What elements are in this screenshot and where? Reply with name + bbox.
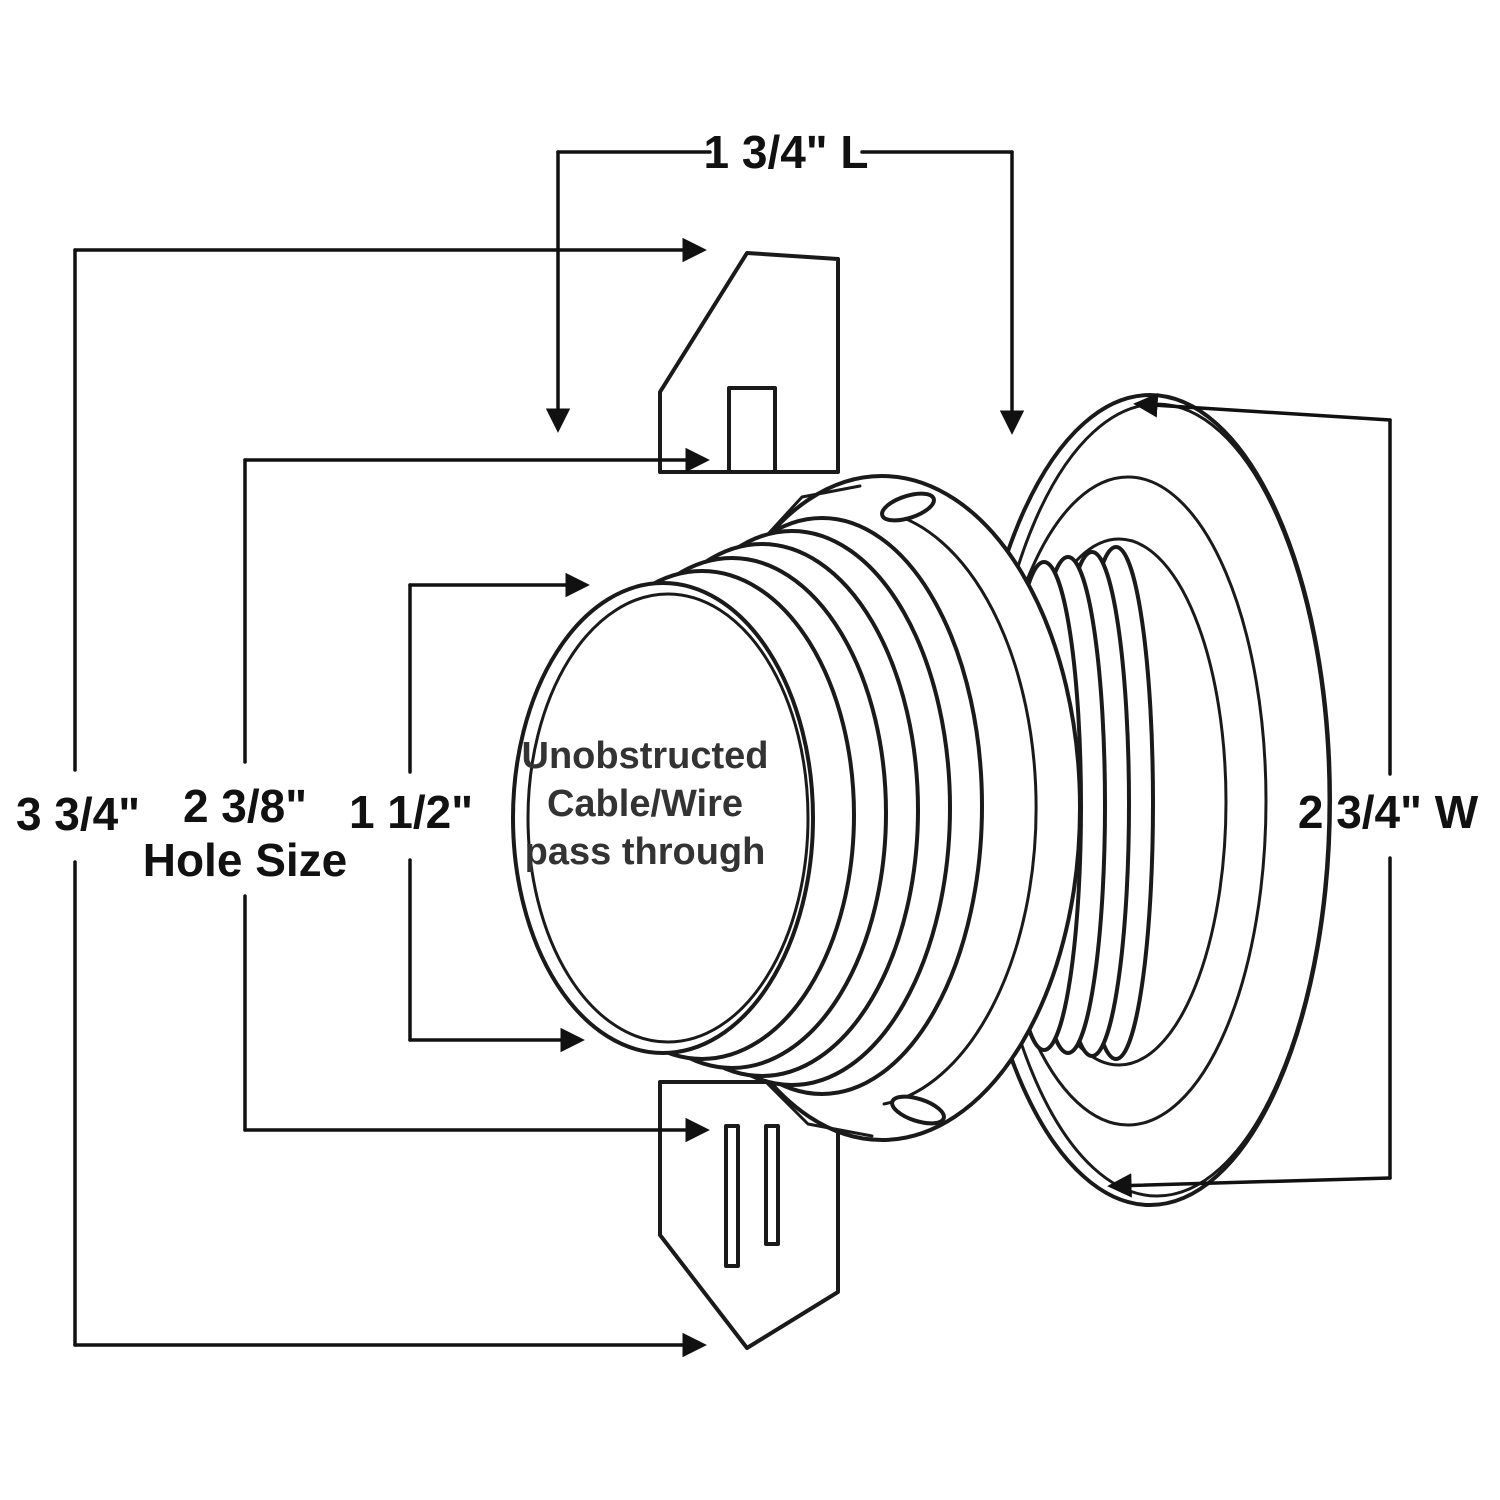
top-mounting-bracket bbox=[658, 251, 840, 474]
dimension-inner-label: 1 1/2" bbox=[349, 786, 473, 838]
pass-through-label-line2: Cable/Wire bbox=[547, 783, 743, 825]
dimension-width-label: 2 3/4" W bbox=[1298, 786, 1479, 838]
screw-hole bbox=[880, 491, 936, 523]
front-opening: Unobstructed Cable/Wire pass through bbox=[511, 581, 815, 1055]
dimension-length-label: 1 3/4" L bbox=[704, 126, 869, 178]
dimension-hole-label: Hole Size bbox=[143, 834, 348, 886]
bottom-clip-prong bbox=[724, 1124, 740, 1268]
dimension-hole-value: 2 3/8" bbox=[183, 780, 307, 832]
dimension-inner-diameter: 1 1/2" bbox=[349, 572, 590, 1053]
dimension-hole-size: 2 3/8" Hole Size bbox=[143, 447, 710, 1143]
top-clip-tab bbox=[727, 386, 777, 474]
pass-through-label-line3: pass through bbox=[525, 831, 766, 873]
bottom-clip-prong bbox=[764, 1124, 780, 1246]
pass-through-label-line1: Unobstructed bbox=[522, 735, 769, 777]
dimension-overall-label: 3 3/4" bbox=[16, 788, 140, 840]
dimension-overall-depth: 3 3/4" bbox=[16, 237, 707, 1358]
dimension-length: 1 3/4" L bbox=[545, 126, 1025, 435]
dimension-width: 2 3/4" W bbox=[1107, 393, 1479, 1198]
screw-hole bbox=[890, 1094, 946, 1126]
bottom-mounting-bracket bbox=[658, 1080, 840, 1350]
